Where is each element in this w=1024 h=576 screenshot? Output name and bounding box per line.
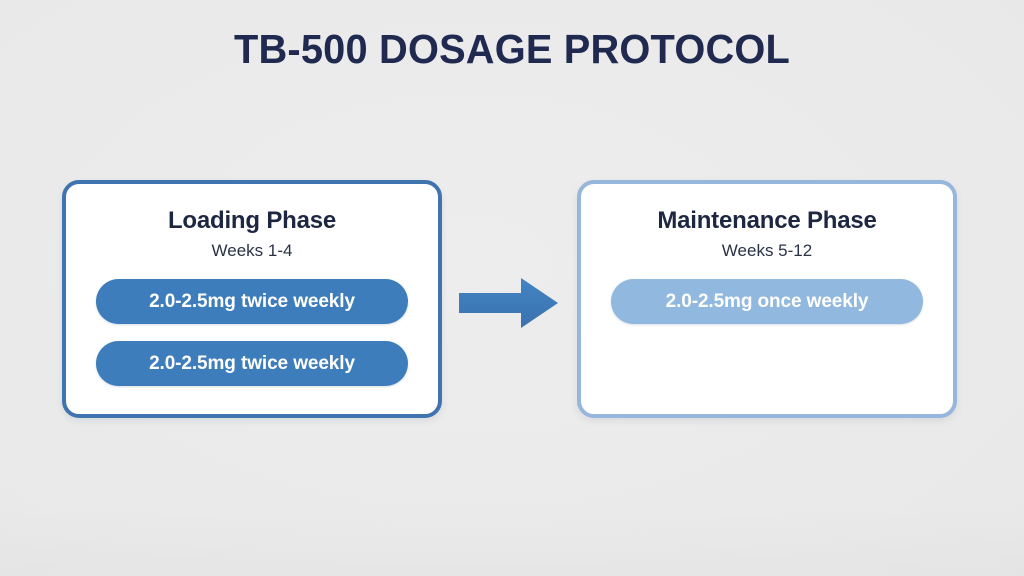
dose-pill: 2.0-2.5mg twice weekly [96,341,408,387]
phase-weeks-maintenance: Weeks 5-12 [721,241,813,260]
dose-pill: 2.0-2.5mg once weekly [611,279,923,325]
dose-list-maintenance: 2.0-2.5mg once weekly [581,279,953,325]
phase-card-maintenance-body: Maintenance Phase Weeks 5-12 2.0-2.5mg o… [581,184,953,414]
phase-card-maintenance: Maintenance Phase Weeks 5-12 2.0-2.5mg o… [577,180,957,418]
dose-list-loading: 2.0-2.5mg twice weekly 2.0-2.5mg twice w… [66,279,438,387]
phase-weeks-loading: Weeks 1-4 [211,241,293,260]
arrow-right-icon [459,277,559,329]
phase-title-loading: Loading Phase [167,207,337,234]
dose-pill: 2.0-2.5mg twice weekly [96,279,408,325]
phase-card-loading: Loading Phase Weeks 1-4 2.0-2.5mg twice … [62,180,442,418]
bottom-edge-shading [0,506,1024,576]
page-title: TB-500 DOSAGE PROTOCOL [234,26,790,72]
phase-card-loading-body: Loading Phase Weeks 1-4 2.0-2.5mg twice … [66,184,438,414]
phase-title-maintenance: Maintenance Phase [657,207,877,234]
